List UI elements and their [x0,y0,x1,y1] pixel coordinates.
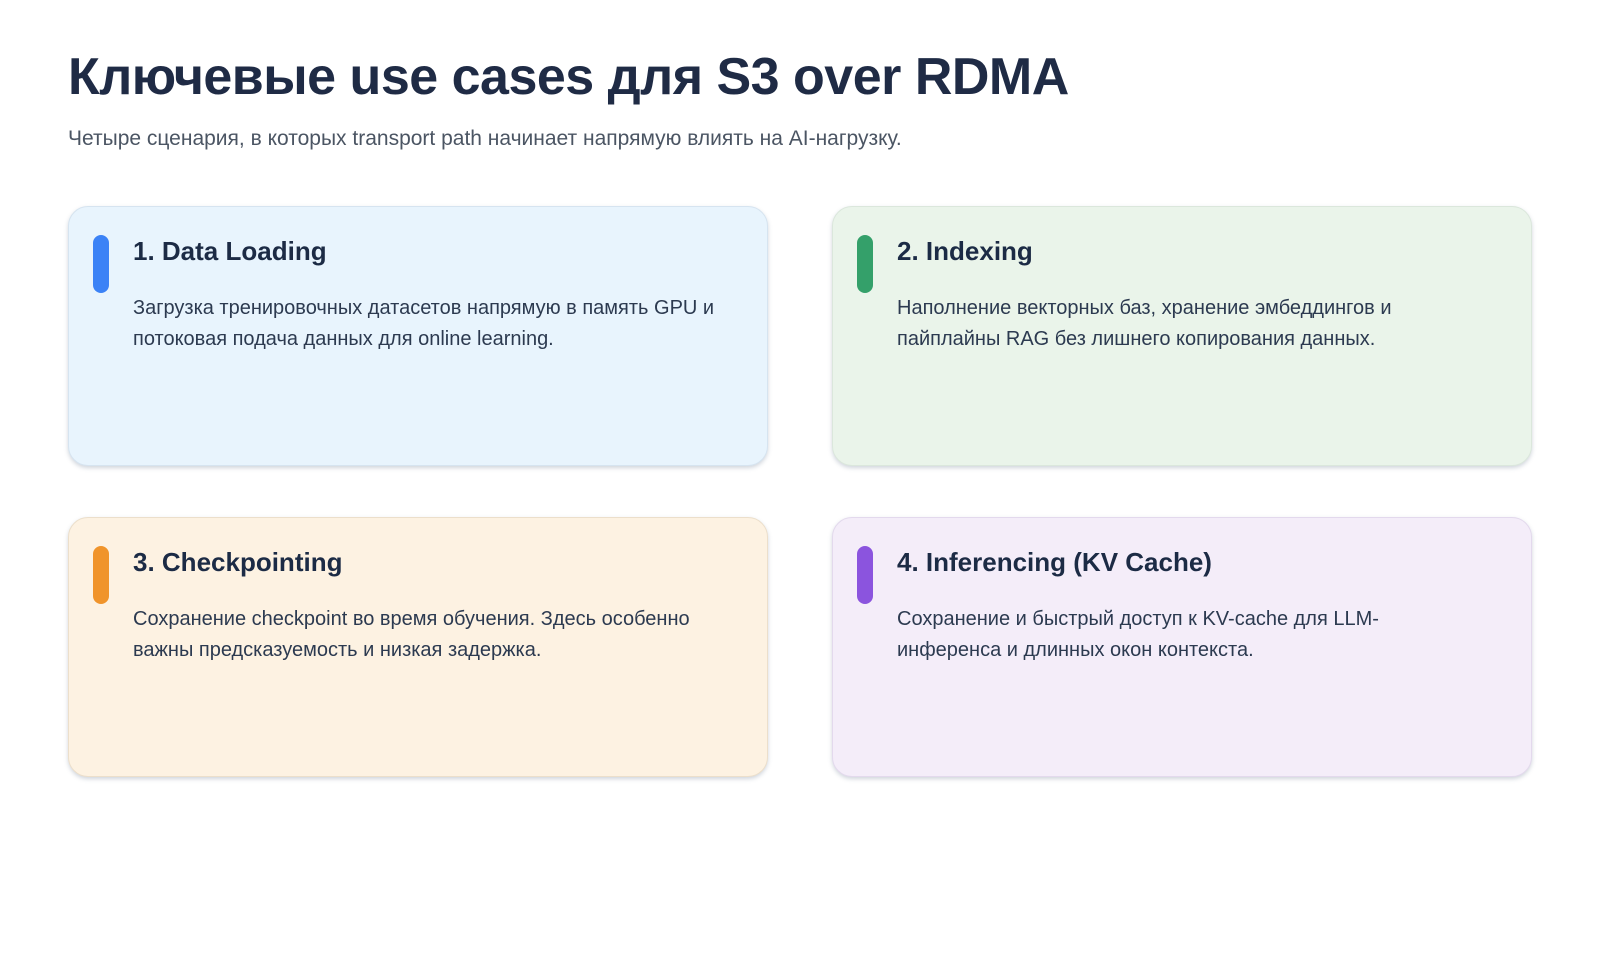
page-subtitle: Четыре сценария, в которых transport pat… [68,127,902,151]
card-content: 4. Inferencing (KV Cache) Сохранение и б… [897,546,1491,666]
slide-page: Ключевые use cases для S3 over RDMA Четы… [0,48,1600,980]
card-content: 3. Checkpointing Сохранение checkpoint в… [133,546,727,666]
card-title: 1. Data Loading [133,236,327,267]
accent-bar [857,235,873,294]
card-body: Сохранение и быстрый доступ к KV-cache д… [897,608,1379,662]
card-title: 4. Inferencing (KV Cache) [897,547,1212,578]
card-content: 1. Data Loading Загрузка тренировочных д… [133,235,727,355]
accent-bar [857,546,873,605]
usecase-card-checkpointing: 3. Checkpointing Сохранение checkpoint в… [68,517,768,778]
card-body: Сохранение checkpoint во время обучения.… [133,608,690,662]
card-body: Загрузка тренировочных датасетов напряму… [133,297,715,351]
card-title: 2. Indexing [897,236,1033,267]
page-title: Ключевые use cases для S3 over RDMA [68,48,1069,106]
card-content: 2. Indexing Наполнение векторных баз, хр… [897,235,1491,355]
card-body: Наполнение векторных баз, хранение эмбед… [897,297,1392,351]
accent-bar [93,235,109,294]
accent-bar [93,546,109,605]
usecase-card-indexing: 2. Indexing Наполнение векторных баз, хр… [832,206,1532,467]
usecase-card-inferencing-kv-cache: 4. Inferencing (KV Cache) Сохранение и б… [832,517,1532,778]
card-title: 3. Checkpointing [133,547,343,578]
usecase-card-data-loading: 1. Data Loading Загрузка тренировочных д… [68,206,768,467]
usecase-cards-grid: 1. Data Loading Загрузка тренировочных д… [68,206,1532,778]
